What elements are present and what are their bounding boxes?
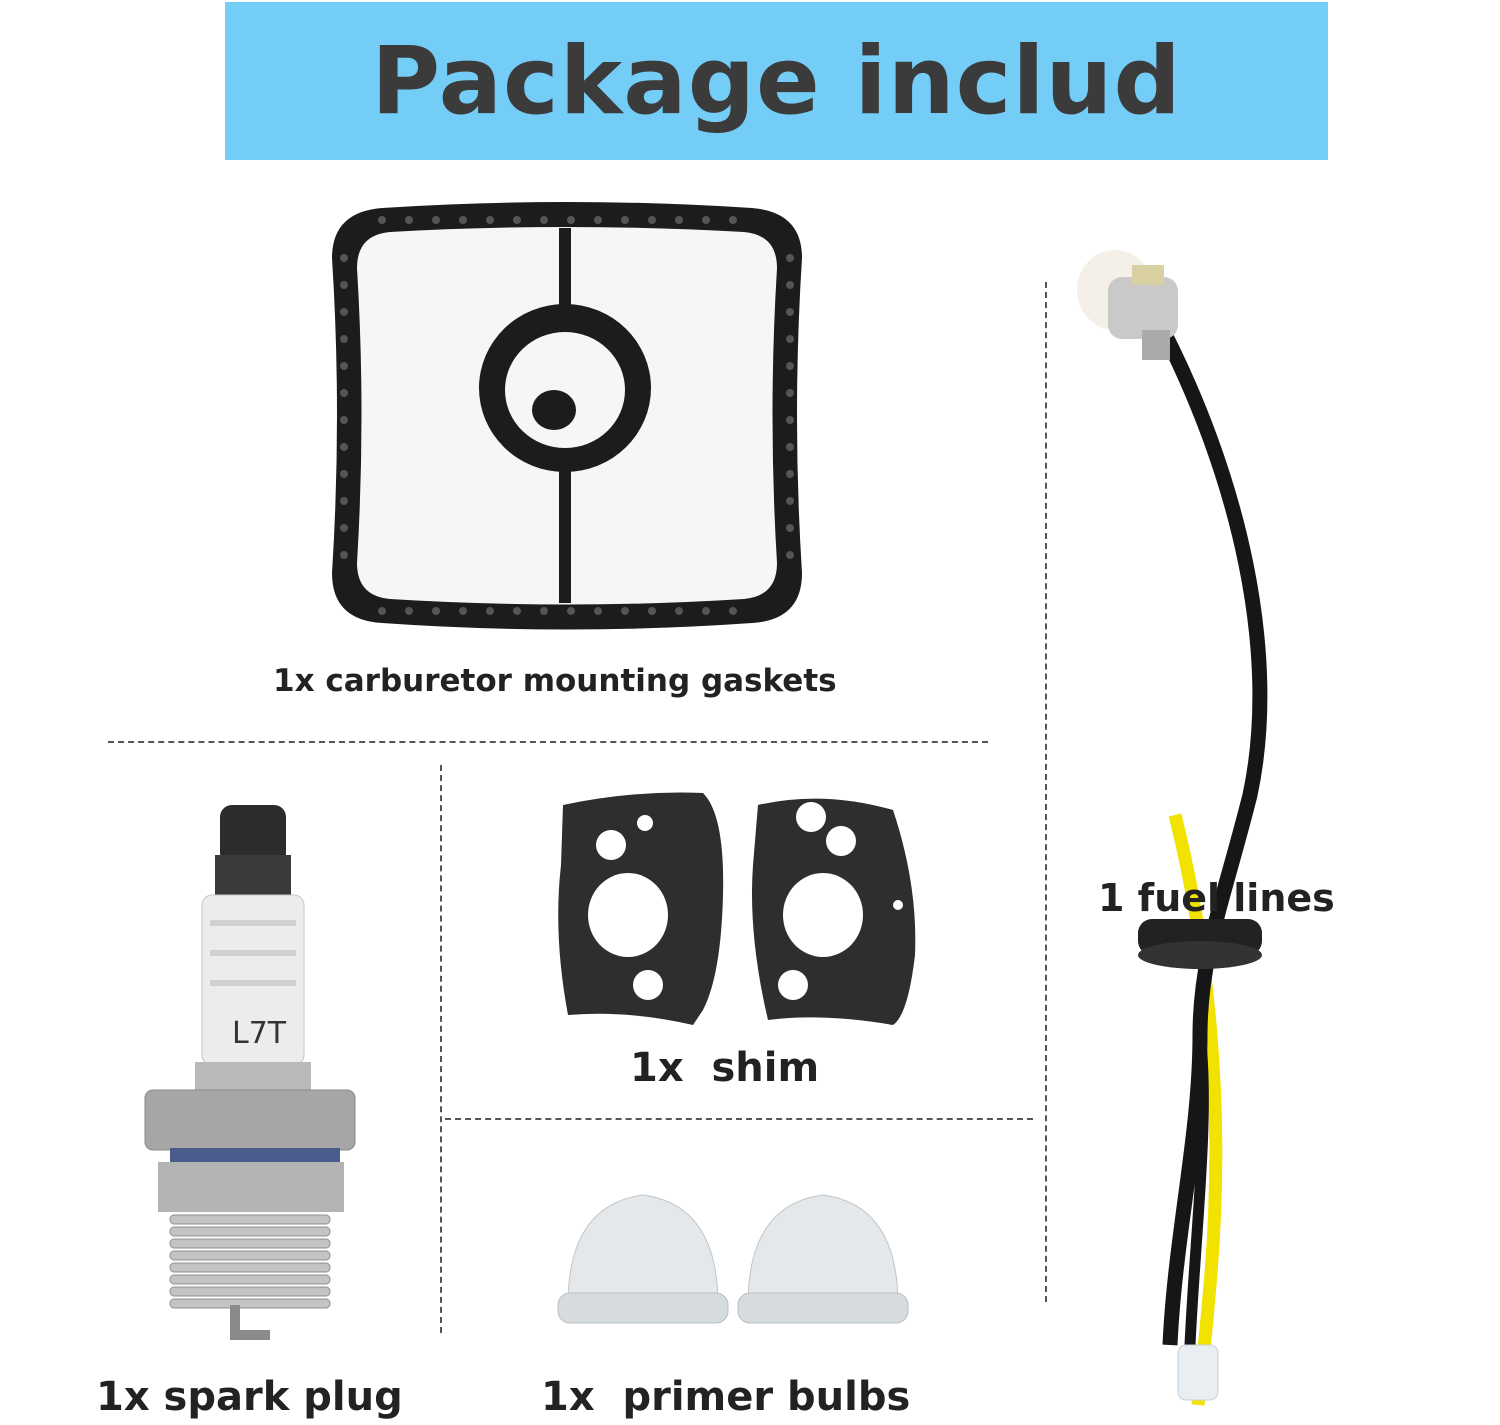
fuel-line-label: 1 fuel lines: [1098, 876, 1335, 920]
divider-horizontal-middle: [445, 1118, 1033, 1120]
shim-label: 1x shim: [630, 1045, 820, 1091]
air-filter-label: 1x carburetor mounting gaskets: [273, 663, 837, 699]
primer-bulbs-label: 1x primer bulbs: [541, 1374, 911, 1420]
fuel-line-icon: [1077, 250, 1268, 1406]
primer-bulb-icon: [557, 1194, 909, 1324]
spark-plug-marking: L7T: [232, 1016, 287, 1051]
page-title: Package includ: [371, 26, 1182, 136]
header-banner: Package includ: [225, 2, 1328, 160]
divider-vertical-right: [1045, 282, 1047, 1302]
spark-plug-icon: [144, 805, 356, 1340]
air-filter-icon: [332, 202, 802, 630]
gasket-shim-icon: [558, 792, 916, 1025]
spark-plug-label: 1x spark plug: [96, 1374, 403, 1420]
divider-horizontal-top: [108, 741, 988, 743]
divider-vertical-middle: [440, 765, 442, 1333]
